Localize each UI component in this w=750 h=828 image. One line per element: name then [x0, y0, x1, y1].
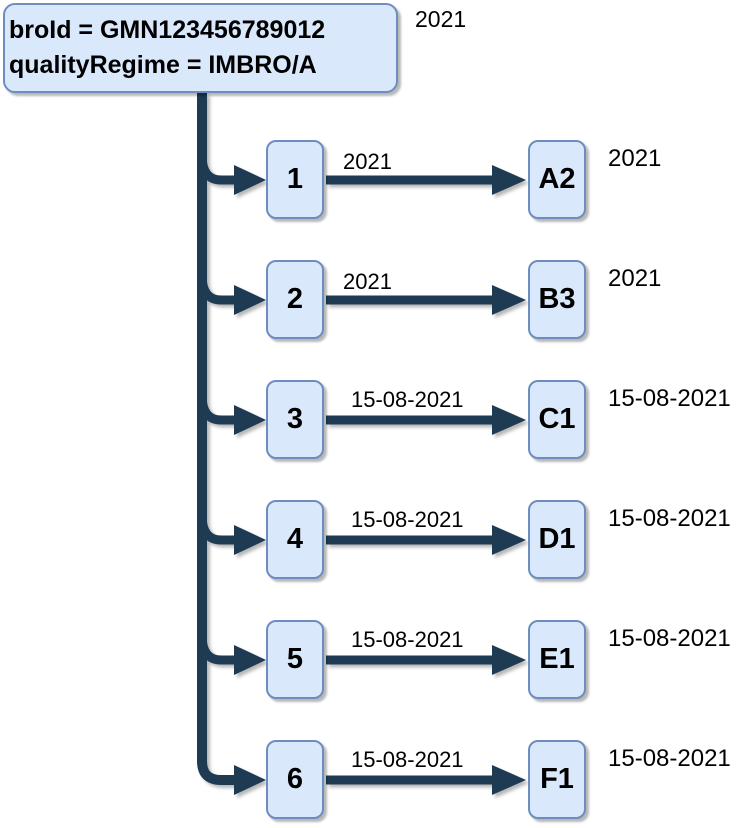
source-node-label: 3 — [286, 403, 304, 435]
root-year-label: 2021 — [415, 6, 467, 32]
source-node-label: 6 — [286, 763, 304, 795]
source-node-4: 4 — [266, 500, 324, 579]
target-date-label: 15-08-2021 — [608, 625, 731, 652]
source-node-6: 6 — [266, 740, 324, 819]
arrowhead-icon — [234, 765, 266, 795]
source-node-2: 2 — [266, 260, 324, 339]
edge-label: 15-08-2021 — [351, 627, 464, 652]
target-date-label: 15-08-2021 — [608, 385, 731, 412]
source-node-5: 5 — [266, 620, 324, 699]
target-node-b3: B3 — [528, 260, 586, 339]
edge-label: 2021 — [343, 149, 392, 174]
target-node-c1: C1 — [528, 380, 586, 459]
target-date-label: 15-08-2021 — [608, 745, 731, 772]
branch-line — [197, 514, 234, 545]
target-node-label: E1 — [539, 643, 575, 675]
target-date-label: 15-08-2021 — [608, 505, 731, 532]
arrowhead-icon — [234, 525, 266, 555]
arrowhead-icon — [492, 645, 526, 675]
source-node-label: 4 — [286, 523, 304, 555]
branch-line — [197, 634, 234, 665]
target-node-e1: E1 — [528, 620, 586, 699]
target-node-a2: A2 — [528, 140, 586, 219]
source-node-label: 1 — [286, 163, 304, 195]
edge-label: 15-08-2021 — [351, 387, 464, 412]
edge-label: 2021 — [343, 269, 392, 294]
target-node-f1: F1 — [528, 740, 586, 819]
arrowhead-icon — [492, 525, 526, 555]
target-year-label: 2021 — [608, 265, 662, 292]
source-node-1: 1 — [266, 140, 324, 219]
root-node-line1: broId = GMN123456789012 — [9, 16, 326, 44]
arrowhead-icon — [492, 285, 526, 315]
arrowhead-icon — [492, 765, 526, 795]
arrowhead-icon — [234, 645, 266, 675]
target-node-label: B3 — [538, 283, 576, 315]
arrowhead-icon — [234, 165, 266, 195]
arrowhead-icon — [492, 165, 526, 195]
arrowhead-icon — [492, 405, 526, 435]
target-year-label: 2021 — [608, 145, 662, 172]
edge-label: 15-08-2021 — [351, 507, 464, 532]
target-node-label: F1 — [540, 763, 574, 795]
target-node-label: C1 — [538, 403, 576, 435]
branch-line — [197, 274, 234, 305]
root-node-line2: qualityRegime = IMBRO/A — [9, 51, 317, 79]
target-node-label: D1 — [538, 523, 576, 555]
source-node-label: 2 — [286, 283, 304, 315]
branch-line — [197, 154, 234, 185]
trunk-line — [197, 93, 234, 785]
edge-label: 15-08-2021 — [351, 747, 464, 772]
arrowhead-icon — [234, 405, 266, 435]
target-node-label: A2 — [538, 163, 576, 195]
branch-line — [197, 394, 234, 425]
source-node-label: 5 — [286, 643, 304, 675]
target-node-d1: D1 — [528, 500, 586, 579]
source-node-3: 3 — [266, 380, 324, 459]
arrowhead-icon — [234, 285, 266, 315]
root-node: broId = GMN123456789012 qualityRegime = … — [3, 3, 398, 93]
